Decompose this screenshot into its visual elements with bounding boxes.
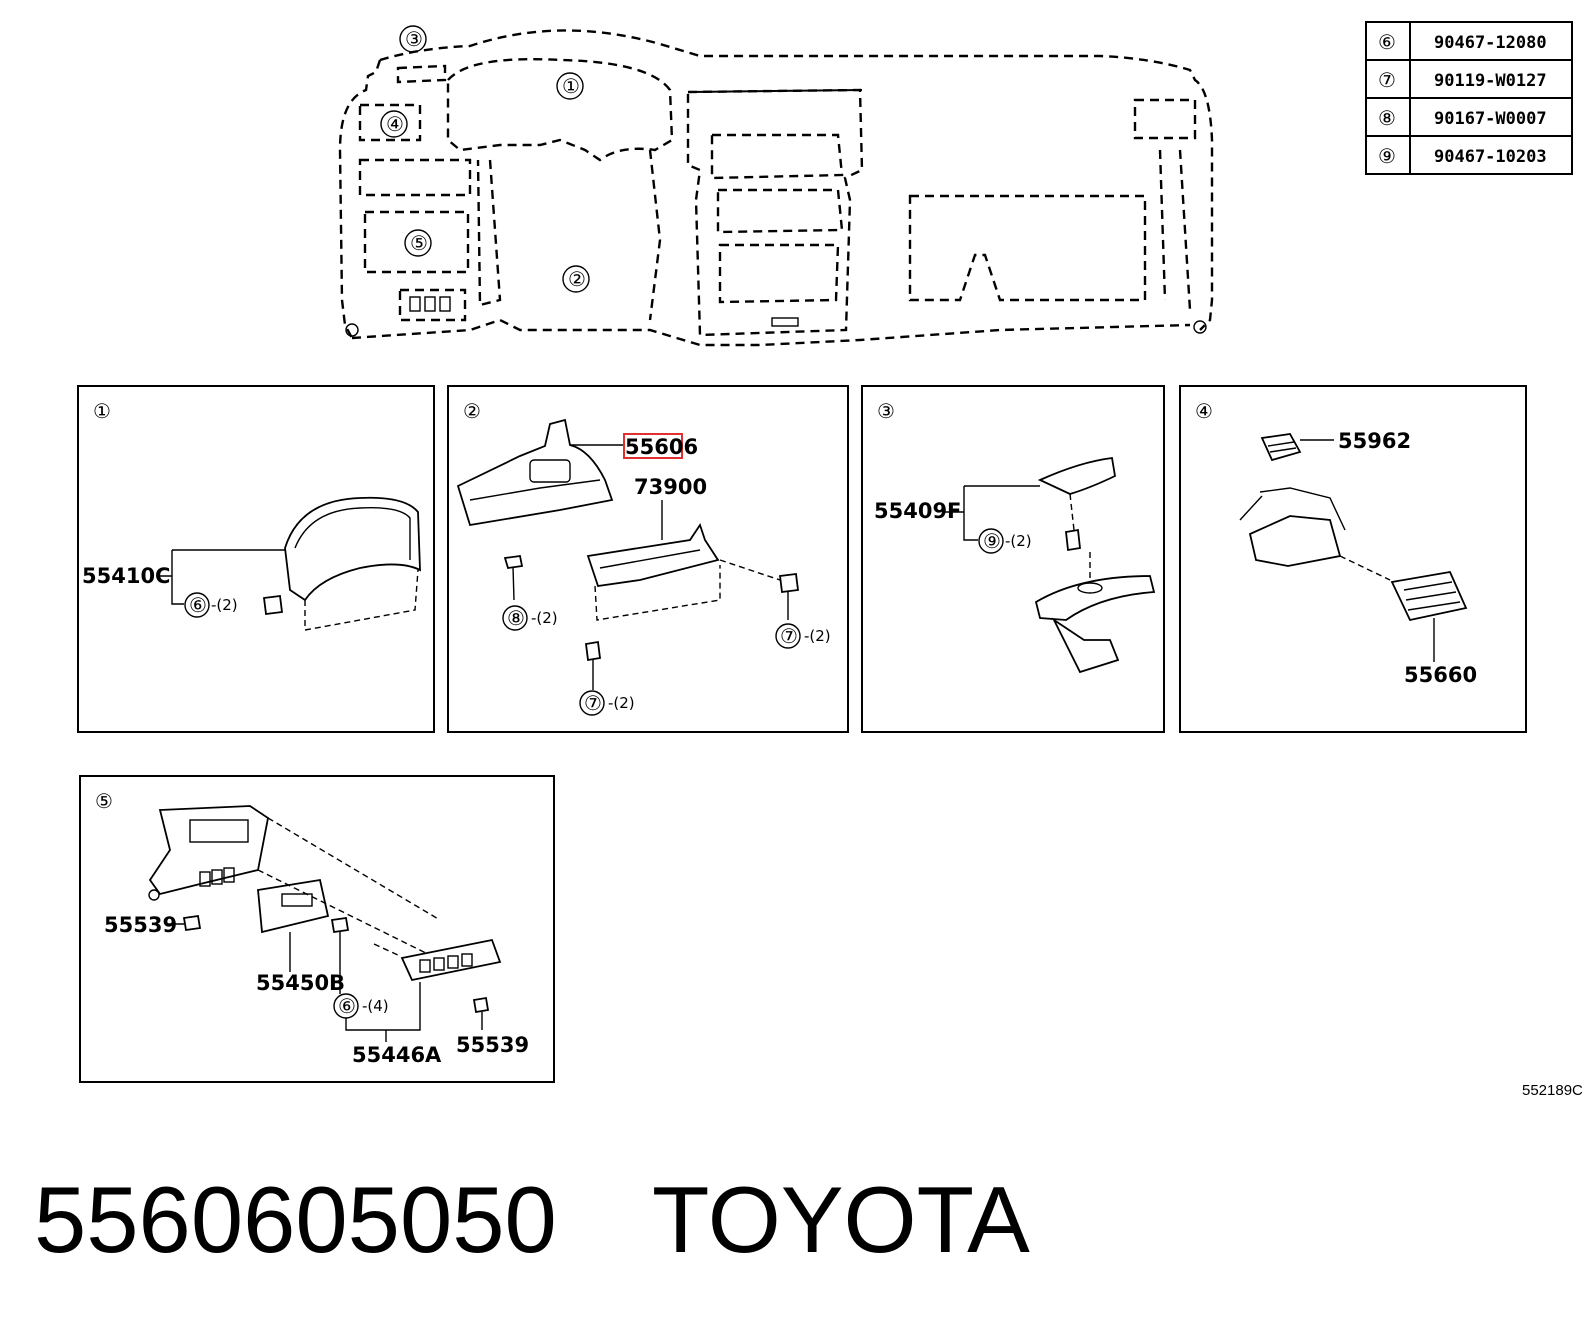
panel-1-clip-qty: -(2) <box>211 596 238 614</box>
panel-4: ④ 55962 55660 <box>1179 385 1527 733</box>
part-label-55660: 55660 <box>1404 663 1477 687</box>
panel-3-clip-qty: -(2) <box>1005 532 1032 550</box>
part-label-55446A: 55446A <box>352 1043 442 1067</box>
panel-5-marker: ⑤ <box>95 789 113 813</box>
fastener-table: ⑥ 90467-12080 ⑦ 90119-W0127 ⑧ 90167-W000… <box>1365 21 1573 175</box>
panel-2: ② 55606 ⑧ -(2) 73900 ⑦ -(2) ⑦ -(2) <box>447 385 849 733</box>
panel-2-screw-c-marker: ⑦ <box>584 691 602 715</box>
table-part-number: 90467-12080 <box>1434 33 1547 53</box>
overview-marker-2: ② <box>568 267 586 291</box>
panel-2-marker: ② <box>463 399 481 423</box>
part-label-73900: 73900 <box>634 475 707 499</box>
table-row: ⑨ 90467-10203 <box>1378 144 1547 168</box>
panel-3-marker: ③ <box>877 399 895 423</box>
table-row: ⑧ 90167-W0007 <box>1378 106 1547 130</box>
panel-5: ⑤ 55539 55450B ⑥ -(4) 55446A <box>79 775 555 1083</box>
table-row: ⑦ 90119-W0127 <box>1378 68 1547 92</box>
panel-4-marker: ④ <box>1195 399 1213 423</box>
overview-markers: ③ ① ④ ⑤ ② <box>380 25 590 293</box>
table-marker: ⑥ <box>1378 30 1396 54</box>
table-part-number: 90119-W0127 <box>1434 71 1547 91</box>
panel-5-clip-qty: -(4) <box>362 997 389 1015</box>
part-label-55410C: 55410C <box>82 564 170 588</box>
dashboard-overview <box>338 29 1214 347</box>
overview-marker-3: ③ <box>405 27 423 51</box>
overview-marker-1: ① <box>562 74 580 98</box>
panel-3-clip-marker: ⑨ <box>983 529 1001 553</box>
reference-code: 552189C <box>1522 1082 1583 1099</box>
panel-2-screw-b-marker: ⑦ <box>780 624 798 648</box>
panel-5-clip-marker: ⑥ <box>338 994 356 1018</box>
panel-1-marker: ① <box>93 399 111 423</box>
panel-2-screw-c-qty: -(2) <box>608 694 635 712</box>
panel-2-screw-a-marker: ⑧ <box>507 606 525 630</box>
panel-1: ① 55410C ⑥ -(2) <box>77 385 435 733</box>
table-part-number: 90167-W0007 <box>1434 109 1547 129</box>
overview-marker-4: ④ <box>386 112 404 136</box>
highlight-box <box>623 433 683 459</box>
part-label-55606: 55606 <box>625 435 698 459</box>
table-marker: ⑨ <box>1378 144 1396 168</box>
table-row: ⑥ 90467-12080 <box>1378 30 1547 54</box>
panel-2-screw-a-qty: -(2) <box>531 609 558 627</box>
part-label-55450B: 55450B <box>256 971 345 995</box>
panel-2-screw-b-qty: -(2) <box>804 627 831 645</box>
part-label-55962: 55962 <box>1338 429 1411 453</box>
footer-brand: TOYOTA <box>652 1167 1030 1272</box>
part-label-55539-right: 55539 <box>456 1033 529 1057</box>
table-marker: ⑧ <box>1378 106 1396 130</box>
overview-marker-5: ⑤ <box>410 231 428 255</box>
footer-part-number: 5560605050 <box>34 1167 557 1272</box>
panel-3: ③ 55409F ⑨ -(2) <box>861 385 1165 733</box>
part-label-55539-left: 55539 <box>104 913 177 937</box>
table-part-number: 90467-10203 <box>1434 147 1547 167</box>
table-marker: ⑦ <box>1378 68 1396 92</box>
part-label-55409F: 55409F <box>874 499 961 523</box>
panel-1-clip-marker: ⑥ <box>189 593 207 617</box>
